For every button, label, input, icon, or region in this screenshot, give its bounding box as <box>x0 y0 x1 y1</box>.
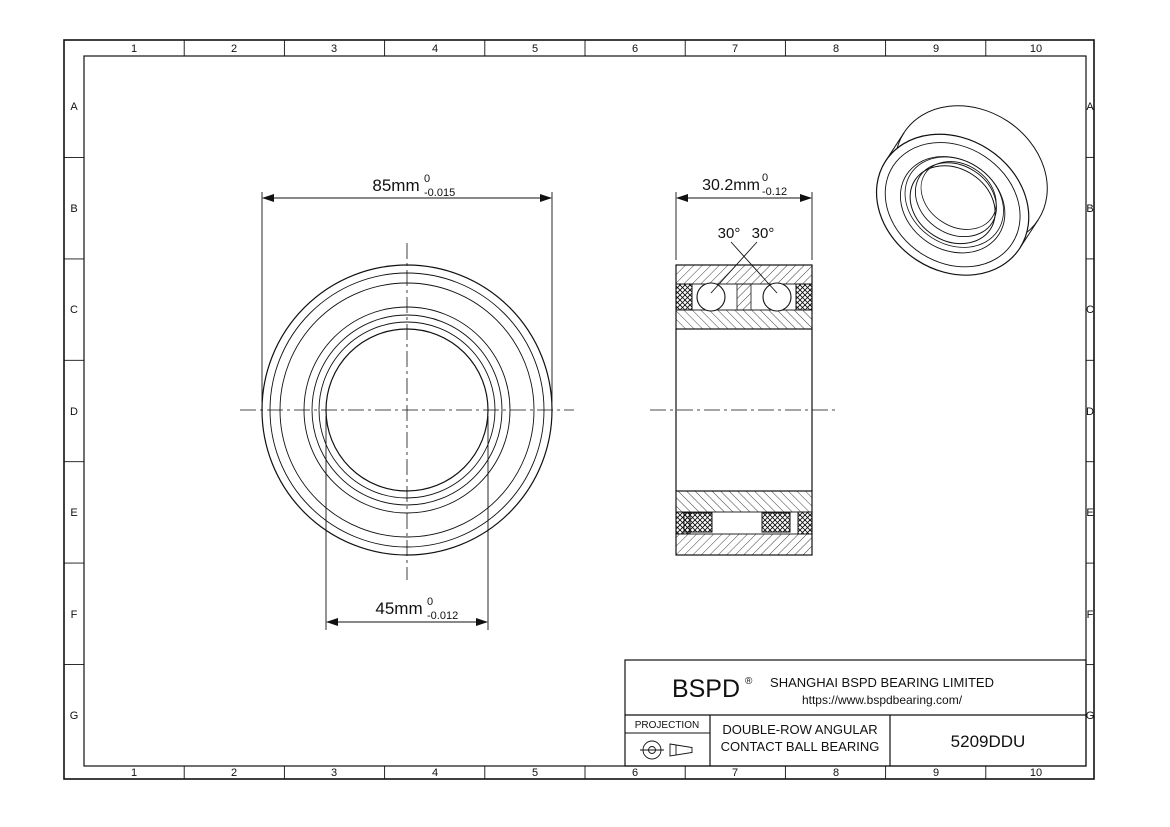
dim-bore-tol-lower: -0.012 <box>427 610 458 622</box>
dim-width-tol-lower: -0.12 <box>762 186 787 198</box>
bearing-description-line1: DOUBLE-ROW ANGULAR <box>722 722 877 737</box>
grid-col-label: 2 <box>231 43 237 55</box>
grid-col-label: 9 <box>933 767 939 779</box>
seal-left-top <box>675 283 693 311</box>
grid-row-label: C <box>1086 304 1094 316</box>
brand-logo: BSPD <box>672 675 740 703</box>
grid-col-label: 8 <box>833 43 839 55</box>
grid-col-label: 8 <box>833 767 839 779</box>
grid-col-label: 4 <box>432 767 438 779</box>
grid-column-labels-bottom: 1 2 3 4 5 6 7 8 9 10 <box>131 767 1042 779</box>
dim-outer-tol-upper: 0 <box>424 173 430 185</box>
contact-angle-right-label: 30° <box>752 225 775 242</box>
inner-ring-section-bottom <box>675 490 813 513</box>
grid-col-label: 1 <box>131 43 137 55</box>
grid-column-labels-top: 1 2 3 4 5 6 7 8 9 10 <box>131 43 1042 55</box>
grid-row-label: B <box>70 203 77 215</box>
seal-element-left <box>683 512 713 533</box>
grid-col-label: 4 <box>432 43 438 55</box>
dimension-width: 30.2mm 0 -0.12 <box>675 172 813 260</box>
grid-row-label: B <box>1086 203 1093 215</box>
grid-col-label: 3 <box>331 767 337 779</box>
projection-label: PROJECTION <box>635 720 699 731</box>
registered-mark: ® <box>745 676 753 687</box>
grid-col-label: 5 <box>532 767 538 779</box>
projection-symbol-icon <box>640 740 693 760</box>
dim-width-value: 30.2mm <box>702 177 760 194</box>
grid-row-label: C <box>70 304 78 316</box>
title-block: BSPD ® SHANGHAI BSPD BEARING LIMITED htt… <box>624 659 1087 767</box>
contact-angle-left-label: 30° <box>718 225 741 242</box>
grid-col-label: 3 <box>331 43 337 55</box>
grid-row-label: E <box>70 507 77 519</box>
grid-row-label: D <box>1086 406 1094 418</box>
grid-row-label: F <box>71 609 78 621</box>
bearing-description-line2: CONTACT BALL BEARING <box>721 739 880 754</box>
seal-right-top <box>795 283 813 311</box>
company-website[interactable]: https://www.bspdbearing.com/ <box>802 693 963 707</box>
grid-col-label: 7 <box>732 43 738 55</box>
grid-row-label: A <box>70 101 78 113</box>
dim-width-tol-upper: 0 <box>762 172 768 184</box>
front-view <box>240 243 574 580</box>
grid-col-label: 9 <box>933 43 939 55</box>
grid-row-labels-right: A B C D E F G <box>1086 101 1095 722</box>
dim-outer-tol-lower: -0.015 <box>424 187 455 199</box>
grid-col-label: 7 <box>732 767 738 779</box>
dimension-bore-diameter: 45mm 0 -0.012 <box>325 416 489 630</box>
ball-right <box>762 282 792 312</box>
sheet-border: 1 2 3 4 5 6 7 8 9 10 1 2 3 4 5 6 7 8 9 1… <box>63 39 1095 780</box>
seal-right-bottom <box>797 511 813 535</box>
company-name: SHANGHAI BSPD BEARING LIMITED <box>770 675 994 690</box>
outer-ring-section-bottom <box>675 533 813 556</box>
grid-row-label: D <box>70 406 78 418</box>
isometric-view <box>875 105 1048 276</box>
grid-row-label: G <box>1086 710 1095 722</box>
grid-col-label: 2 <box>231 767 237 779</box>
grid-col-label: 1 <box>131 767 137 779</box>
inner-ring-section-top <box>675 309 813 330</box>
grid-col-label: 5 <box>532 43 538 55</box>
grid-col-label: 6 <box>632 43 638 55</box>
dim-bore-value: 45mm <box>375 599 422 618</box>
section-view: 30° 30° <box>650 225 838 556</box>
grid-col-label: 10 <box>1030 43 1042 55</box>
grid-row-label: F <box>1087 609 1094 621</box>
grid-row-label: G <box>70 710 79 722</box>
grid-col-label: 6 <box>632 767 638 779</box>
grid-ticks <box>64 40 1094 779</box>
dim-bore-tol-upper: 0 <box>427 596 433 608</box>
grid-row-label: E <box>1086 507 1093 519</box>
outer-ring-section-top <box>675 264 813 285</box>
dim-outer-value: 85mm <box>372 176 419 195</box>
seal-element-right <box>761 512 791 533</box>
grid-row-label: A <box>1086 101 1094 113</box>
grid-row-labels-left: A B C D E F G <box>70 101 79 722</box>
grid-col-label: 10 <box>1030 767 1042 779</box>
dimension-outer-diameter: 85mm 0 -0.015 <box>261 173 553 402</box>
ball-left <box>696 282 726 312</box>
part-number: 5209DDU <box>951 732 1026 751</box>
